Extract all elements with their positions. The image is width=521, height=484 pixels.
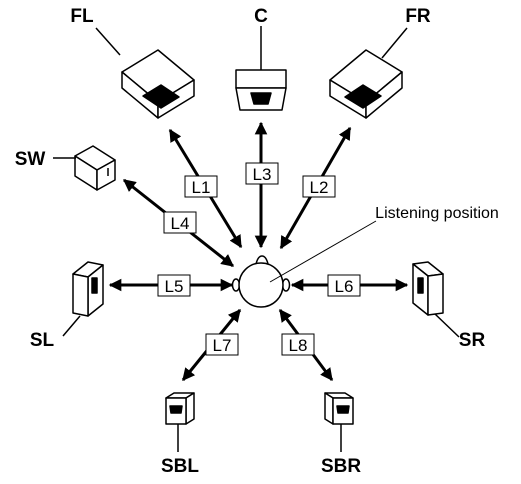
surround-back-left-speaker bbox=[165, 392, 195, 425]
front-left-speaker bbox=[121, 49, 195, 119]
sr-leader-line bbox=[434, 313, 460, 338]
fl-leader-line bbox=[95, 27, 121, 56]
surround-left-speaker bbox=[72, 261, 104, 317]
fr-leader-line bbox=[381, 27, 408, 59]
surround-back-right-speaker bbox=[324, 392, 354, 425]
l2-box bbox=[302, 175, 336, 198]
fl-label: FL bbox=[70, 6, 94, 27]
l5-box bbox=[157, 274, 191, 297]
sbl-label: SBL bbox=[161, 456, 199, 477]
l7-box bbox=[205, 333, 239, 356]
center-speaker bbox=[235, 69, 287, 111]
listener-head bbox=[231, 255, 291, 308]
l8-label: L8 bbox=[289, 336, 308, 355]
l3-box bbox=[245, 162, 279, 185]
c-label: C bbox=[254, 6, 268, 27]
l5-label: L5 bbox=[165, 277, 184, 296]
surround-right-speaker bbox=[412, 261, 444, 316]
l2-label: L2 bbox=[310, 178, 329, 197]
listening-position-label: Listening position bbox=[375, 205, 499, 222]
l4-box bbox=[163, 211, 197, 234]
l7-label: L7 bbox=[213, 336, 232, 355]
l6-label: L6 bbox=[335, 277, 354, 296]
subwoofer-speaker bbox=[74, 145, 116, 191]
sr-label: SR bbox=[459, 330, 486, 351]
sbr-label: SBR bbox=[321, 456, 361, 477]
front-right-speaker bbox=[329, 49, 403, 119]
fr-label: FR bbox=[405, 6, 431, 27]
l3-label: L3 bbox=[253, 165, 272, 184]
l1-label: L1 bbox=[192, 178, 211, 197]
sl-label: SL bbox=[30, 330, 55, 351]
sl-leader-line bbox=[62, 315, 81, 337]
l4-label: L4 bbox=[171, 214, 190, 233]
l6-box bbox=[327, 274, 361, 297]
sw-label: SW bbox=[15, 149, 46, 170]
l1-box bbox=[184, 175, 218, 198]
l8-box bbox=[281, 333, 315, 356]
listening-position-pointer bbox=[269, 220, 377, 283]
